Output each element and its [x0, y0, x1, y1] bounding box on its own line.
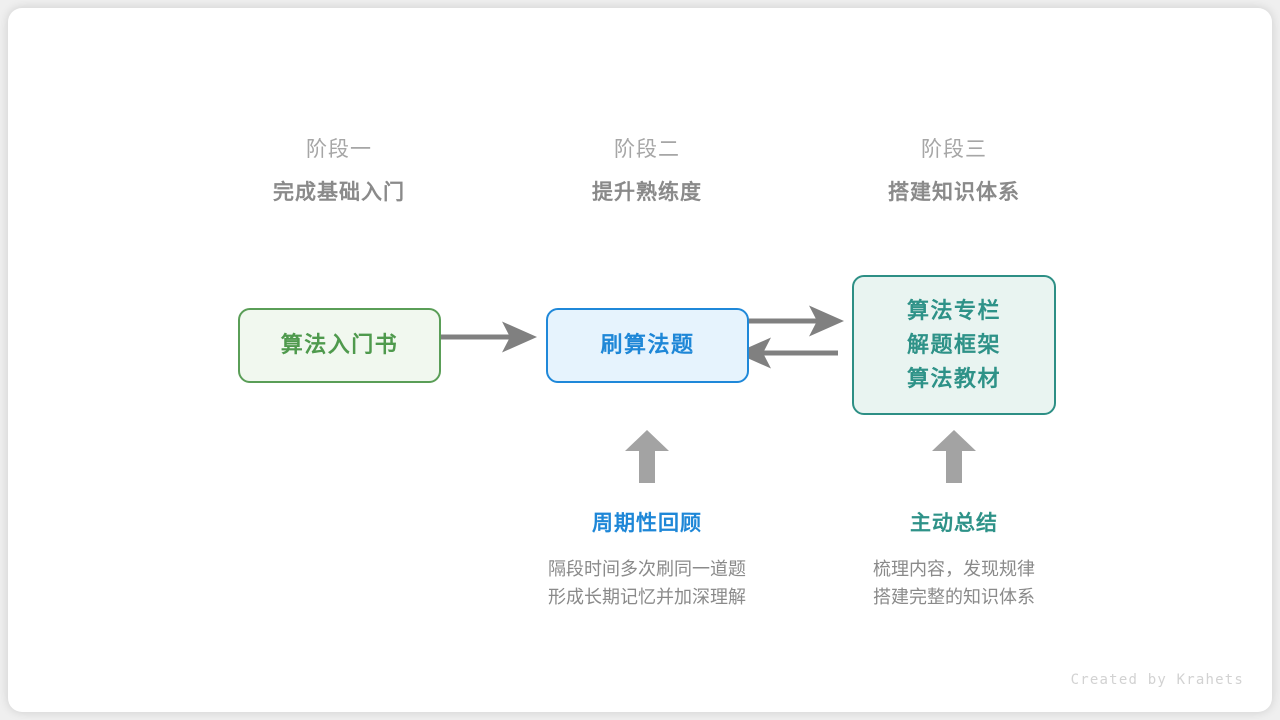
footer-credit: Created by Krahets — [1070, 672, 1244, 688]
stage-header-1: 阶段一 完成基础入门 — [209, 139, 469, 203]
node-algorithm-intro-book[interactable]: 算法入门书 — [238, 308, 441, 383]
node-knowledge-resources[interactable]: 算法专栏 解题框架 算法教材 — [852, 275, 1056, 415]
annotation-summary-description: 梳理内容，发现规律 搭建完整的知识体系 — [804, 556, 1104, 612]
stage-index-label-2: 阶段二 — [614, 138, 680, 161]
arrow-up-to-resources — [932, 430, 976, 483]
stage-index-label-1: 阶段一 — [306, 138, 372, 161]
annotation-summary-desc-line-2: 搭建完整的知识体系 — [873, 586, 1035, 607]
annotation-active-summary: 主动总结 梳理内容，发现规律 搭建完整的知识体系 — [804, 513, 1104, 612]
annotation-review-desc-line-1: 隔段时间多次刷同一道题 — [548, 559, 746, 579]
diagram-card: 阶段一 完成基础入门 阶段二 提升熟练度 阶段三 搭建知识体系 算法入门书 刷算… — [8, 8, 1272, 712]
node-practice-problems[interactable]: 刷算法题 — [546, 308, 749, 383]
annotation-summary-desc-line-1: 梳理内容，发现规律 — [873, 559, 1035, 579]
node-resources-line-3: 算法教材 — [906, 366, 1001, 392]
annotation-review-desc-line-2: 形成长期记忆并加深理解 — [548, 586, 746, 607]
annotation-review-description: 隔段时间多次刷同一道题 形成长期记忆并加深理解 — [497, 556, 797, 612]
stage-index-label-3: 阶段三 — [921, 138, 987, 161]
annotation-periodic-review: 周期性回顾 隔段时间多次刷同一道题 形成长期记忆并加深理解 — [497, 513, 797, 612]
annotation-summary-title: 主动总结 — [910, 512, 998, 535]
node-practice-line-1: 刷算法题 — [600, 332, 695, 358]
stage-title-3: 搭建知识体系 — [888, 181, 1020, 204]
stage-title-1: 完成基础入门 — [273, 181, 405, 204]
stage-header-3: 阶段三 搭建知识体系 — [824, 139, 1084, 203]
stage-header-2: 阶段二 提升熟练度 — [517, 139, 777, 203]
node-resources-line-2: 解题框架 — [906, 331, 1001, 357]
node-resources-line-1: 算法专栏 — [906, 297, 1001, 323]
stage-title-2: 提升熟练度 — [592, 181, 702, 204]
node-book-line-1: 算法入门书 — [280, 332, 399, 358]
annotation-review-title: 周期性回顾 — [592, 512, 702, 535]
arrow-up-to-practice — [625, 430, 669, 483]
